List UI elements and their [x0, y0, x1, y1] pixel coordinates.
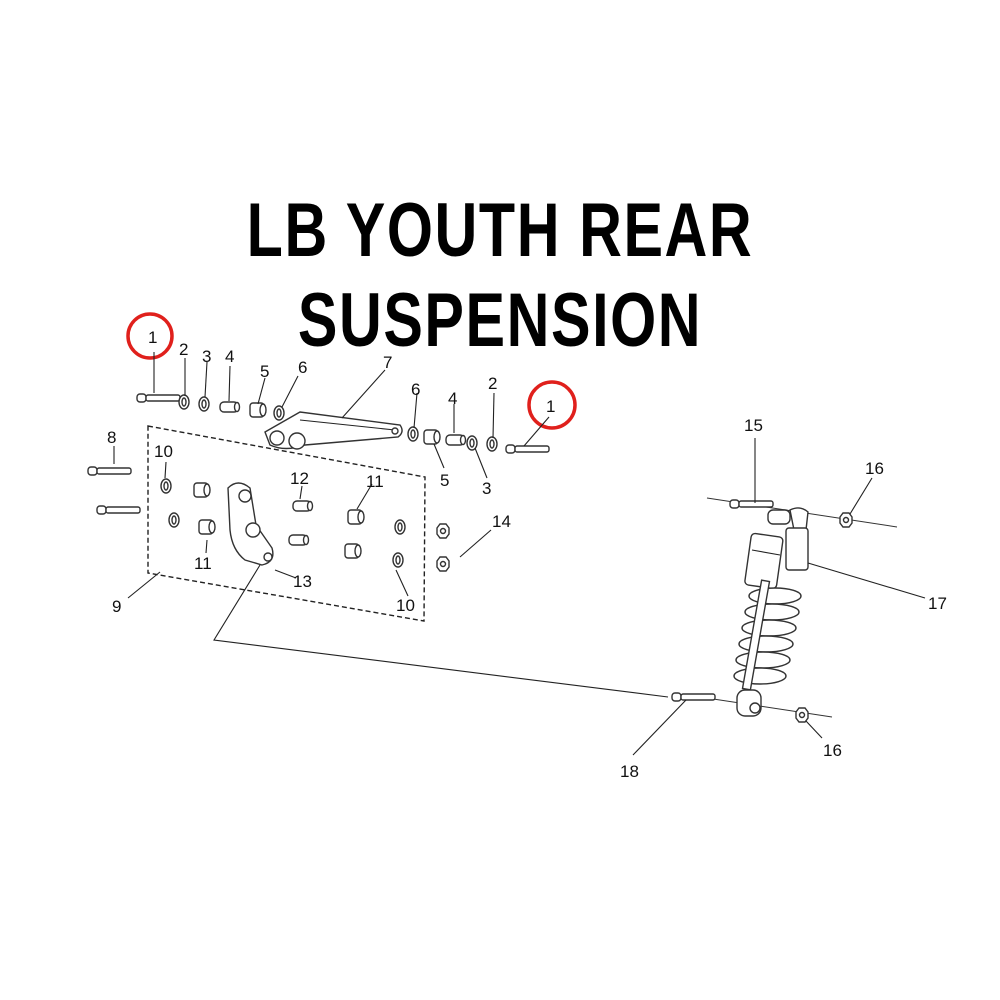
- callout-14: 14: [492, 512, 511, 531]
- rear-shock-part-17: [733, 507, 809, 717]
- callout-6-left: 6: [298, 358, 307, 377]
- diagram-title: LB YOUTH REAR SUSPENSION: [246, 188, 754, 363]
- leader-lines: [113, 352, 926, 756]
- bolt-part-8-upper: [87, 466, 132, 476]
- bearing-part-11-a: [193, 482, 211, 498]
- washer-part-6-left: [273, 405, 285, 421]
- washer-part-10-d: [392, 552, 404, 568]
- washer-part-6-right: [407, 426, 419, 442]
- link-plate-part-13: [227, 482, 274, 566]
- callout-10-upper: 10: [154, 442, 173, 461]
- sleeve-part-12-a: [292, 500, 314, 512]
- callout-11-right: 11: [366, 472, 384, 491]
- nut-part-14-b: [436, 556, 450, 572]
- washer-part-10-c: [394, 519, 406, 535]
- callout-10-lower: 10: [396, 596, 415, 615]
- bolt-part-1-right: [505, 444, 550, 454]
- callout-2-left: 2: [179, 340, 188, 359]
- bearing-part-5-right: [423, 429, 441, 445]
- callout-1-right: 1: [546, 397, 555, 416]
- callout-18: 18: [620, 762, 639, 781]
- bearing-part-11-d: [344, 543, 362, 559]
- callout-3-left: 3: [202, 347, 211, 366]
- bolt-part-8-lower: [96, 505, 141, 515]
- callout-12: 12: [290, 469, 309, 488]
- callout-17: 17: [928, 594, 947, 613]
- callout-4-left: 4: [225, 347, 234, 366]
- callout-7: 7: [383, 353, 392, 372]
- bolt-part-18: [671, 692, 716, 702]
- highlight-circle-right: [527, 380, 577, 430]
- callout-5-right: 5: [440, 471, 449, 490]
- callout-16-lower: 16: [823, 741, 842, 760]
- nut-part-16-upper: [839, 512, 853, 528]
- bearing-part-11-b: [198, 519, 216, 535]
- callout-1-left: 1: [148, 328, 157, 347]
- callout-16-upper: 16: [865, 459, 884, 478]
- nut-part-16-lower: [795, 707, 809, 723]
- highlight-circle-left: [126, 312, 174, 360]
- sleeve-part-4-left: [219, 401, 241, 413]
- callout-5-left: 5: [260, 362, 269, 381]
- nut-part-14-a: [436, 523, 450, 539]
- linkage-kit-box-part-9: [147, 425, 426, 622]
- washer-part-2-right: [486, 436, 498, 452]
- callout-15: 15: [744, 416, 763, 435]
- washer-part-2-left: [178, 394, 190, 410]
- washer-part-3-left: [198, 396, 210, 412]
- callout-4-right: 4: [448, 389, 457, 408]
- callout-2-right: 2: [488, 374, 497, 393]
- bearing-part-5-left: [249, 402, 267, 418]
- washer-part-10-b: [168, 512, 180, 528]
- rocker-arm-part-7: [264, 411, 403, 450]
- callout-11-left: 11: [194, 554, 212, 573]
- callout-3-right: 3: [482, 479, 491, 498]
- callout-9: 9: [112, 597, 121, 616]
- bolt-part-15: [729, 499, 774, 509]
- washer-part-10-a: [160, 478, 172, 494]
- callout-8: 8: [107, 428, 116, 447]
- callout-13: 13: [293, 572, 312, 591]
- sleeve-part-12-b: [288, 534, 310, 546]
- callout-6-right: 6: [411, 380, 420, 399]
- bolt-part-1-left: [136, 393, 181, 403]
- sleeve-part-4-right: [445, 434, 467, 446]
- connector-line-13-18: [213, 564, 669, 698]
- bearing-part-11-c: [347, 509, 365, 525]
